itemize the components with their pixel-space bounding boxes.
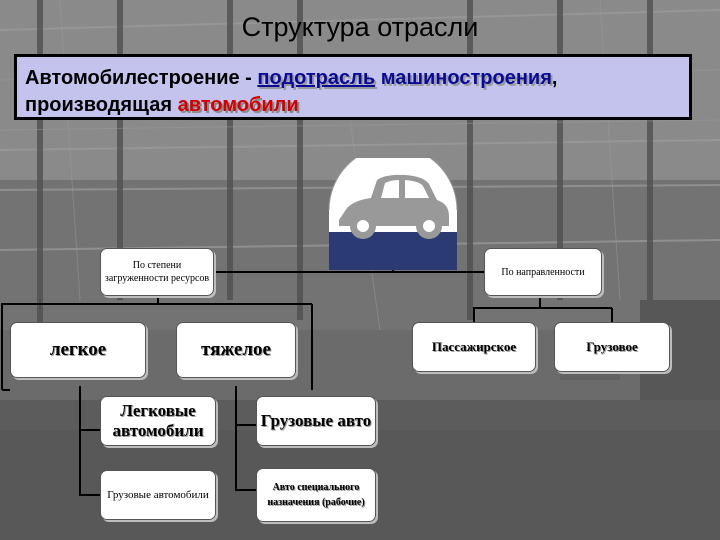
node-heavy: тяжелое — [176, 322, 296, 378]
definition-text-1: Автомобилестроение - — [25, 67, 258, 89]
definition-text-2: подотрасль — [257, 67, 376, 89]
definition-text-7: автомобили — [177, 94, 299, 116]
definition-text-6: производящая — [25, 94, 178, 116]
page-title: Структура отрасли — [241, 12, 479, 42]
node-cargo: Грузовое — [554, 322, 670, 372]
node-direction: По направленности — [484, 248, 602, 296]
node-cars: Легковые автомобили — [100, 396, 216, 446]
node-trucks-big: Грузовые авто — [256, 396, 376, 446]
definition-box: Автомобилестроение - подотрасль машиност… — [14, 54, 692, 120]
node-passenger: Пассажирское — [412, 322, 536, 372]
node-trucks-small: Грузовые автомобили — [100, 470, 216, 520]
node-special: Авто специального назначения (рабочие) — [256, 468, 376, 522]
node-light: легкое — [10, 322, 146, 378]
definition-text-4: машиностроения — [380, 67, 552, 89]
node-resource-load: По степени загруженности ресурсов — [100, 248, 214, 296]
car-logo-icon — [328, 158, 458, 270]
definition-text-5: , — [551, 67, 558, 89]
